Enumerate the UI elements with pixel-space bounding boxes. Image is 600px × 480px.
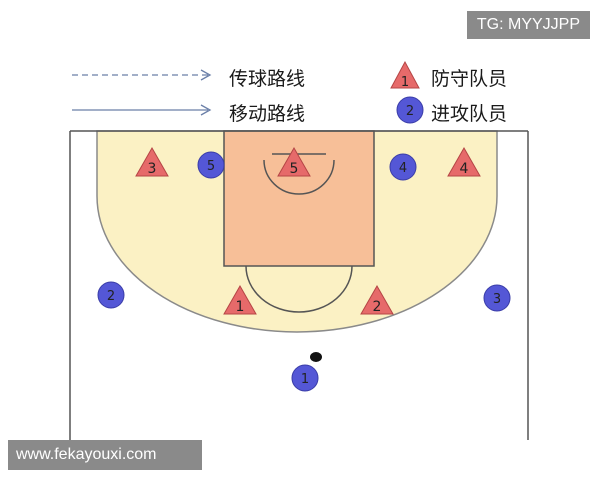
- defender-number: 4: [460, 161, 469, 177]
- legend-defender-number: 1: [401, 75, 409, 90]
- defender-number: 3: [148, 161, 157, 177]
- website-watermark: www.fekayouxi.com: [8, 440, 202, 470]
- legend-defender-icon: 1: [390, 60, 420, 90]
- defender-4: 4: [447, 146, 481, 177]
- attacker-4: 4: [389, 153, 417, 181]
- attacker-number: 4: [399, 161, 407, 176]
- ball-icon: [310, 352, 322, 362]
- defender-number: 2: [373, 299, 382, 315]
- legend-move-line: [72, 104, 212, 116]
- legend-attacker-label: 进攻队员: [431, 103, 508, 125]
- defender-number: 5: [290, 161, 299, 177]
- restricted-arc: [263, 159, 335, 195]
- legend-pass-line: [72, 69, 212, 81]
- attacker-1: 1: [291, 364, 319, 392]
- half-court: [69, 130, 529, 440]
- legend-pass-label: 传球路线: [229, 68, 306, 90]
- telegram-watermark: TG: MYYJJPP: [466, 11, 590, 39]
- legend-attacker-icon: 2: [396, 96, 424, 124]
- legend-move-label: 移动路线: [229, 103, 306, 125]
- defender-2: 2: [360, 284, 394, 315]
- defender-number: 1: [236, 299, 245, 315]
- defender-3: 3: [135, 146, 169, 177]
- legend-defender-label: 防守队员: [431, 68, 508, 90]
- attacker-number: 1: [301, 372, 309, 387]
- attacker-2: 2: [97, 281, 125, 309]
- defender-5: 5: [277, 146, 311, 177]
- legend-attacker-number: 2: [406, 104, 414, 119]
- attacker-5: 5: [197, 151, 225, 179]
- attacker-number: 3: [493, 292, 501, 307]
- free-throw-circle: [245, 265, 353, 313]
- attacker-number: 2: [107, 289, 115, 304]
- paint-area: [223, 130, 375, 267]
- attacker-3: 3: [483, 284, 511, 312]
- attacker-number: 5: [207, 159, 215, 174]
- defender-1: 1: [223, 284, 257, 315]
